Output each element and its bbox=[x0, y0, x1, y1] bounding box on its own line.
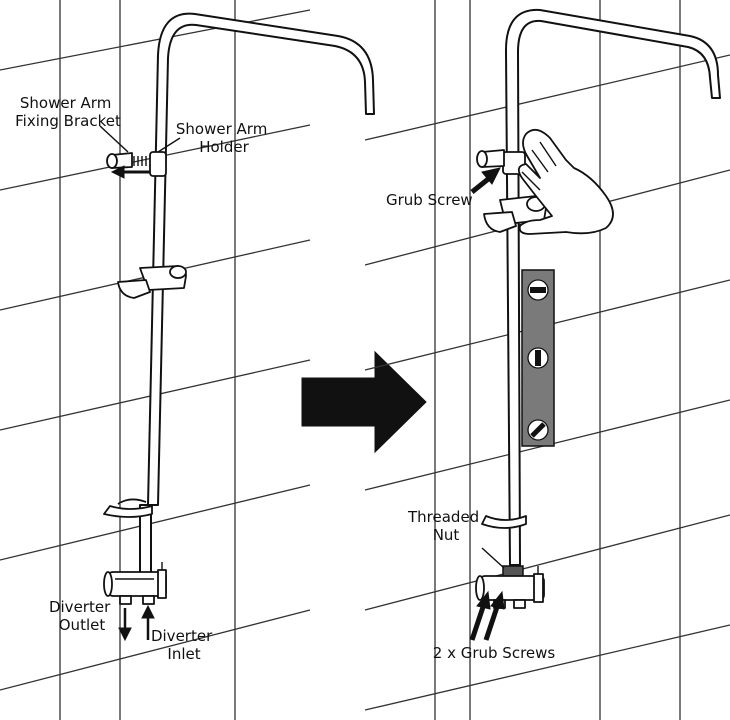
label-grub-screws: 2 x Grub Screws bbox=[433, 644, 556, 662]
label-shower-arm-fixing-bracket: Shower Arm Fixing Bracket bbox=[15, 94, 121, 130]
label-diverter-outlet: Diverter Outlet bbox=[49, 598, 115, 634]
holder-leader bbox=[157, 137, 181, 153]
grub-screws-arrows bbox=[469, 590, 505, 641]
label-grub-screw: Grub Screw bbox=[386, 191, 473, 209]
left-soap-dish bbox=[103, 498, 153, 518]
left-handset-holder bbox=[117, 265, 187, 299]
left-wall-tiles bbox=[0, 0, 311, 720]
left-diverter bbox=[103, 562, 167, 605]
bracket-leader bbox=[99, 125, 129, 153]
label-shower-arm-holder: Shower Arm Holder bbox=[176, 120, 272, 156]
removal-arrow bbox=[110, 165, 150, 179]
diverter-inlet-arrow bbox=[141, 604, 155, 640]
label-threaded-nut: Threaded Nut bbox=[407, 508, 484, 544]
left-panel: Shower Arm Fixing Bracket Shower Arm Hol… bbox=[0, 0, 375, 720]
diverter-outlet-arrow bbox=[118, 608, 132, 642]
spirit-level-icon bbox=[521, 269, 555, 447]
label-diverter-inlet: Diverter Inlet bbox=[151, 627, 217, 663]
grub-screw-arrow bbox=[470, 167, 501, 194]
right-arm-holder bbox=[476, 149, 526, 175]
right-panel: Grub Screw Threaded Nut 2 x Grub Screws bbox=[364, 0, 730, 720]
right-arrow-icon bbox=[301, 350, 427, 454]
shower-arm-holder-part bbox=[106, 151, 167, 177]
threaded-nut-leader bbox=[481, 547, 505, 569]
right-soap-dish bbox=[481, 515, 527, 529]
right-shower-riser bbox=[505, 8, 721, 566]
left-shower-riser bbox=[139, 12, 375, 576]
hand-icon bbox=[517, 128, 614, 235]
